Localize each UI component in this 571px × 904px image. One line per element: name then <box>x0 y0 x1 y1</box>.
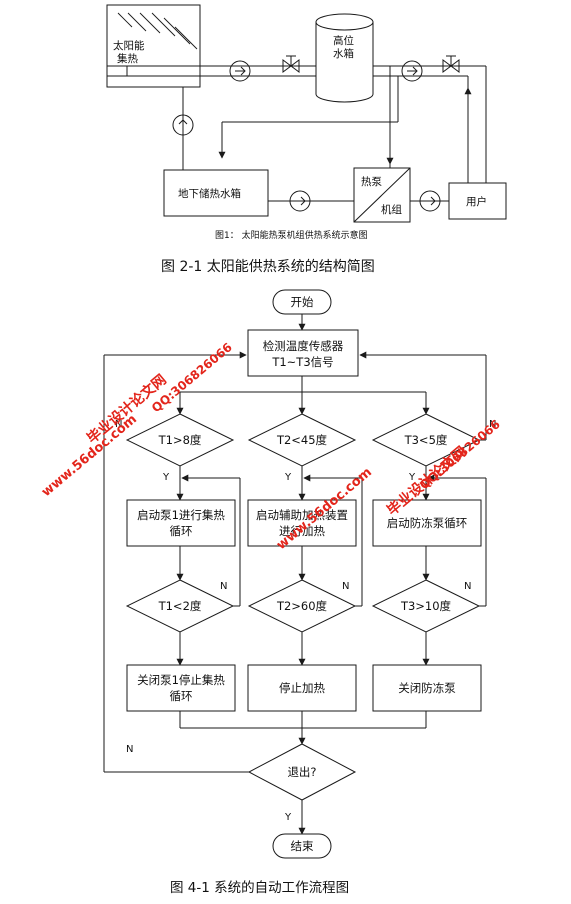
stop-heating-label: 停止加热 <box>279 681 325 695</box>
pump1-stop-label-2: 循环 <box>170 689 193 703</box>
pump-icon <box>289 190 311 212</box>
valve-icon <box>282 55 300 73</box>
n-label: N <box>342 581 349 592</box>
pump-icon <box>229 60 251 82</box>
antifreeze-start-box <box>372 499 482 547</box>
sun-rays-icon <box>117 12 198 50</box>
exit-label: 退出? <box>287 765 316 779</box>
flowchart <box>103 289 487 859</box>
end-label: 结束 <box>291 839 314 853</box>
pump1-stop-label-1: 关闭泵1停止集热 <box>137 673 225 687</box>
figure-sub-caption: 图1： 太阳能热泵机组供热系统示意图 <box>215 229 368 241</box>
solar-collector-box <box>106 4 201 88</box>
y-label: Y <box>284 472 292 483</box>
n-label: N <box>126 744 133 755</box>
y-label: Y <box>284 812 292 823</box>
figure-caption-2-1: 图 2-1 太阳能供热系统的结构简图 <box>161 258 375 275</box>
t2-lt45-label: T2<45度 <box>276 433 328 447</box>
aux-heater-label-2: 进行加热 <box>279 524 325 538</box>
n-label: N <box>115 419 122 430</box>
system-structure-diagram <box>106 4 507 223</box>
t3-lt5-label: T3<5度 <box>404 433 448 447</box>
heat-pump-label-2: 机组 <box>381 203 402 216</box>
user-box <box>448 182 507 220</box>
antifreeze-stop-label: 关闭防冻泵 <box>398 681 456 695</box>
y-label: Y <box>408 472 416 483</box>
sensor-process-box <box>247 329 359 377</box>
high-tank-label: 高位水箱 <box>333 34 354 60</box>
end-terminator <box>272 833 332 859</box>
pump1-stop-box <box>126 664 236 712</box>
antifreeze-stop-box <box>372 664 482 712</box>
t1-lt2-label: T1<2度 <box>158 599 202 613</box>
pump1-start-label-2: 循环 <box>170 524 193 538</box>
n-label: N <box>489 419 496 430</box>
t2-gt60-label: T2>60度 <box>276 599 328 613</box>
figure-caption-4-1: 图 4-1 系统的自动工作流程图 <box>170 880 349 896</box>
user-label: 用户 <box>466 195 487 208</box>
solar-collector-label-1: 太阳能集热 <box>113 39 145 65</box>
pump-icon <box>172 114 194 136</box>
underground-tank-box <box>163 169 269 217</box>
start-label: 开始 <box>291 295 314 309</box>
watermark-site: www.56doc.com <box>39 412 140 500</box>
pump-icon <box>401 60 423 82</box>
pump1-start-label-1: 启动泵1进行集热 <box>137 508 225 522</box>
sensor-label-1: 检测温度传感器 <box>263 339 344 353</box>
high-tank-cylinder <box>315 13 374 103</box>
y-label: Y <box>162 472 170 483</box>
t3-gt10-label: T3>10度 <box>400 599 452 613</box>
pump1-start-box <box>126 499 236 547</box>
valve-icon <box>442 55 460 73</box>
antifreeze-start-label: 启动防冻泵循环 <box>387 516 468 530</box>
heat-pump-label: 热泵 <box>361 175 382 188</box>
sensor-label-2: T1~T3信号 <box>271 355 333 369</box>
n-label: N <box>464 581 471 592</box>
watermark-brand: 毕业设计论文网 <box>384 443 470 519</box>
n-label: N <box>220 581 227 592</box>
t1-gt8-label: T1>8度 <box>158 433 202 447</box>
heat-pump-box <box>353 167 411 223</box>
underground-tank-label: 地下储热水箱 <box>178 187 241 200</box>
pump-icon <box>419 190 441 212</box>
aux-heater-label-1: 启动辅助加热装置 <box>256 508 348 522</box>
